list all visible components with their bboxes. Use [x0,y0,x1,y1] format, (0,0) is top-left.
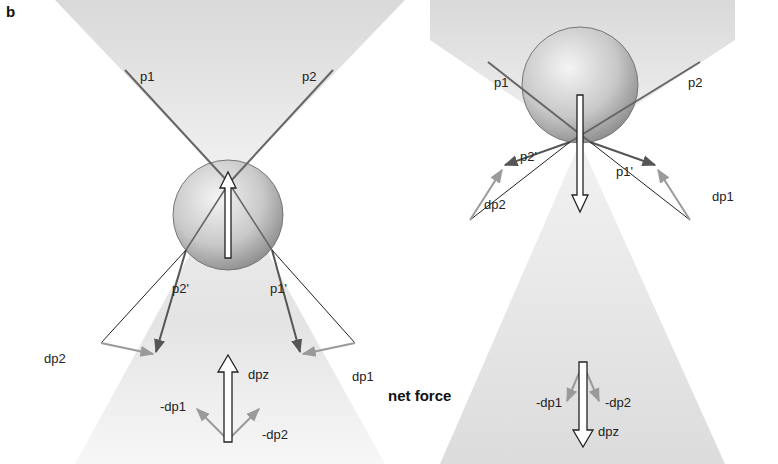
ray-label: p2' [172,282,189,296]
ray-label: p2' [520,150,537,164]
ray-label: p2 [302,70,316,84]
momentum-label: dpz [248,368,269,382]
momentum-label: -dp1 [536,396,562,410]
ray-label: p1 [140,70,154,84]
momentum-label: dp2 [44,352,66,366]
momentum-label: dp2 [484,198,506,212]
ray-label: p1 [494,76,508,90]
ray-label: p2 [688,76,702,90]
ray-label: p1' [616,165,633,179]
ray-label: p1' [270,282,287,296]
panel-letter: b [6,4,15,21]
momentum-label: dp1 [712,190,734,204]
momentum-label: -dp2 [262,428,288,442]
momentum-label: dpz [598,425,619,439]
momentum-label: -dp1 [160,400,186,414]
momentum-label: dp1 [352,370,374,384]
momentum-label: -dp2 [605,396,631,410]
net-force-label: net force [388,388,451,405]
